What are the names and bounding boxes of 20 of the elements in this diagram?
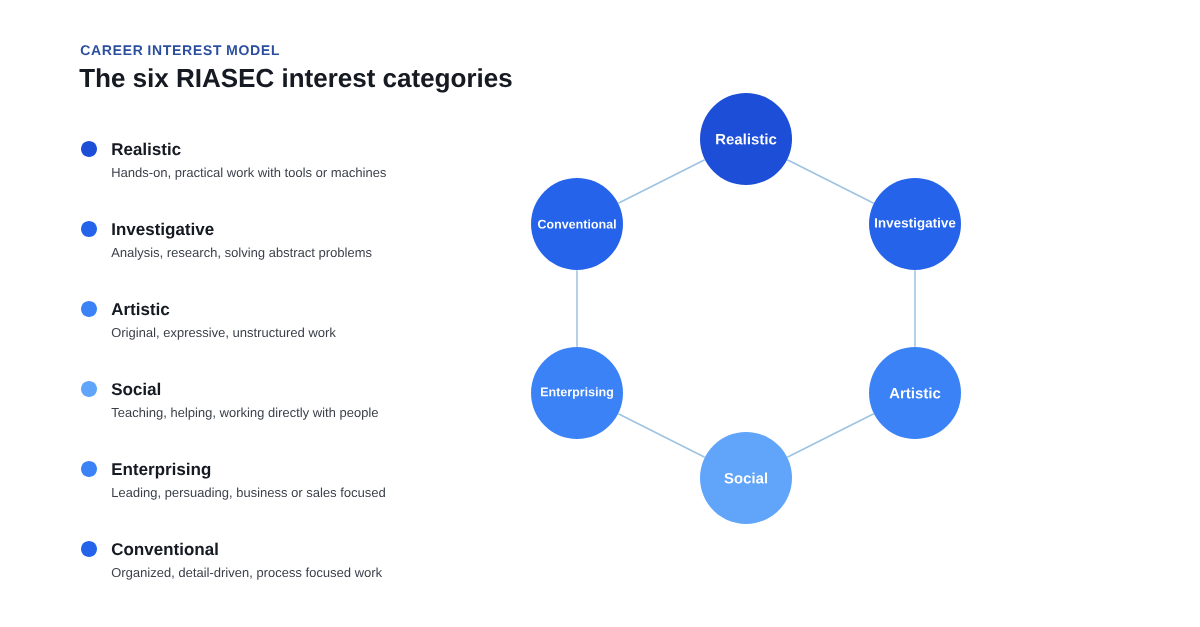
legend-label: Conventional [111, 542, 218, 556]
legend-label: Social [111, 382, 161, 396]
kicker-text: CAREER INTEREST MODEL [80, 45, 280, 56]
description-text: Hands-on, practical work with tools or machines [112, 167, 386, 180]
description-text: Organized, detail-driven, process focused work [111, 567, 383, 580]
description-text: Original, expressive, unstructured work [111, 327, 336, 340]
connector-line [617, 159, 706, 204]
connector-line [914, 269, 916, 348]
connector-line [617, 413, 706, 458]
legend-label: Investigative [112, 222, 214, 239]
connector-line [786, 159, 875, 204]
connector-line [786, 413, 875, 458]
description-text: Teaching, helping, working directly with people [111, 407, 378, 420]
legend-label: Realistic [112, 142, 181, 156]
legend-label: Enterprising [112, 462, 211, 479]
description-text: Analysis, research, solving abstract problems [111, 247, 372, 260]
legend-label: Artistic [111, 302, 170, 316]
title: The six RIASEC interest categories [79, 68, 512, 93]
connector-line [576, 269, 578, 348]
description-text: Leading, persuading, business or sales focused [112, 487, 385, 500]
